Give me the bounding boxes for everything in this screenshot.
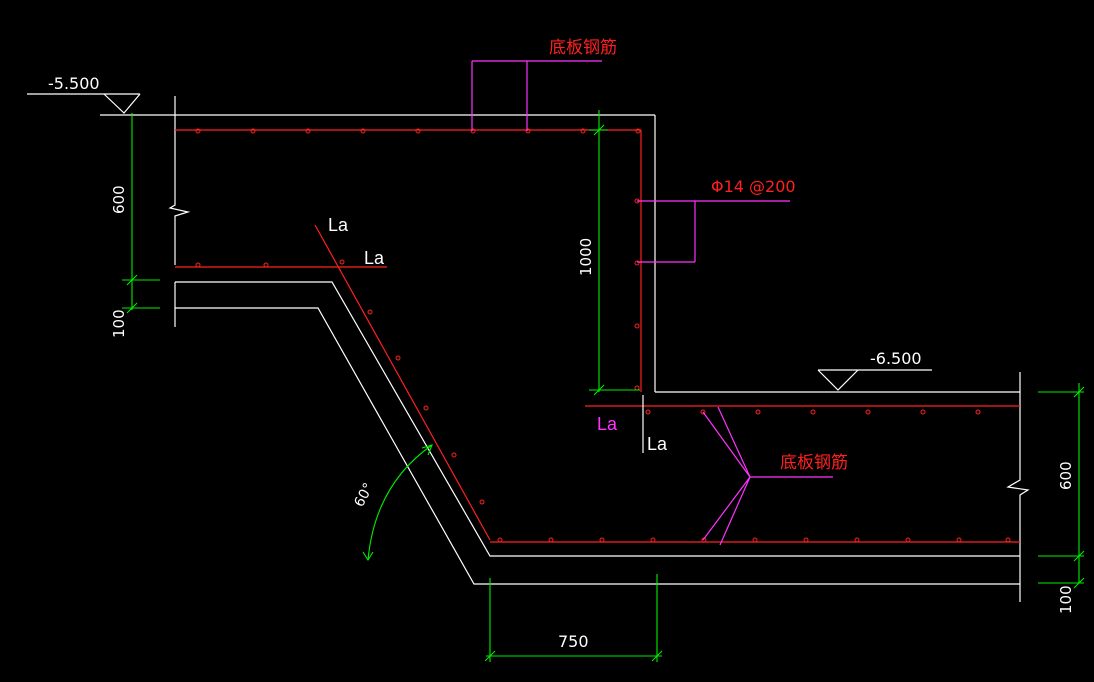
rebar-dot xyxy=(645,409,651,415)
rebar-dot xyxy=(470,128,476,134)
rebar-dot xyxy=(395,355,401,361)
leader-bottom-c xyxy=(702,476,751,541)
dimension-lines xyxy=(122,110,1085,662)
dim-right-cover: 100 xyxy=(1057,585,1075,614)
rebar-top-label: 底板钢筋 xyxy=(549,38,617,58)
left-break-line xyxy=(168,96,191,265)
leader-lines xyxy=(471,60,833,546)
rebar-dot xyxy=(634,260,640,266)
rebar-dots xyxy=(195,128,1011,543)
rebar-dot xyxy=(752,537,758,543)
rebar-dot xyxy=(650,537,656,543)
rebar-dot xyxy=(634,385,640,391)
dim-right-thickness: 600 xyxy=(1057,461,1075,490)
rebar-dot xyxy=(250,128,256,134)
rebar-dot xyxy=(367,309,373,315)
dim-bottom-width: 750 xyxy=(558,632,589,651)
dim-step-height: 1000 xyxy=(577,238,595,276)
rebar-dot xyxy=(451,452,457,458)
rebar-spec-label: Φ14 @200 xyxy=(711,177,796,196)
rebar-dot xyxy=(415,128,421,134)
leader-bottom-b xyxy=(717,406,751,478)
elevation-marker-low xyxy=(817,369,932,391)
leader-bottom-a xyxy=(702,411,751,478)
leader-bottom-d xyxy=(719,476,751,546)
rebar-dot xyxy=(360,128,366,134)
concrete-outline xyxy=(100,96,1030,602)
la-label-slope-b: La xyxy=(364,248,385,268)
elevation-top-label: -5.500 xyxy=(48,74,100,93)
rebar-dot xyxy=(305,128,311,134)
rebar-dot xyxy=(810,409,816,415)
la-label-slope-a: La xyxy=(328,215,349,235)
la-label-step-magenta: La xyxy=(597,414,618,434)
rebar-dot xyxy=(635,128,641,134)
rebar-dot xyxy=(580,128,586,134)
rebar-dot xyxy=(263,262,269,268)
angle-label: 60° xyxy=(351,480,377,509)
rebar-dot xyxy=(497,537,503,543)
rebar-dot xyxy=(975,409,981,415)
slab-bottom-inner xyxy=(175,281,1020,557)
rebar-dot xyxy=(865,409,871,415)
rebar-dot xyxy=(956,537,962,543)
elevation-marker-top xyxy=(27,93,141,114)
rebar-bottom-label: 底板钢筋 xyxy=(780,453,848,473)
la-label-step-white: La xyxy=(647,434,668,454)
rebar-dot xyxy=(700,409,706,415)
rebar-lines xyxy=(175,129,1020,543)
elevation-low-label: -6.500 xyxy=(870,349,922,368)
slab-bottom-outer xyxy=(175,307,1020,585)
rebar-dot xyxy=(525,128,531,134)
rebar-dot xyxy=(920,409,926,415)
rebar-dot xyxy=(755,409,761,415)
rebar-dot xyxy=(423,405,429,411)
rebar-dot xyxy=(854,537,860,543)
rebar-dot xyxy=(803,537,809,543)
rebar-dot xyxy=(339,259,345,265)
angle-arc xyxy=(367,444,433,561)
rebar-dot xyxy=(195,262,201,268)
rebar-dot xyxy=(599,537,605,543)
rebar-dot xyxy=(195,128,201,134)
rebar-dot xyxy=(1005,537,1011,543)
rebar-dot xyxy=(634,323,640,329)
dim-left-thickness: 600 xyxy=(110,185,128,214)
dim-left-cover: 100 xyxy=(110,309,128,338)
labels: -5.500 -6.500 底板钢筋 Φ14 @200 底板钢筋 La La L… xyxy=(48,38,1075,651)
right-break-line xyxy=(1006,372,1030,602)
rebar-dot xyxy=(905,537,911,543)
rebar-dot xyxy=(479,499,485,505)
rebar-dot xyxy=(548,537,554,543)
rebar-slope xyxy=(314,224,491,541)
